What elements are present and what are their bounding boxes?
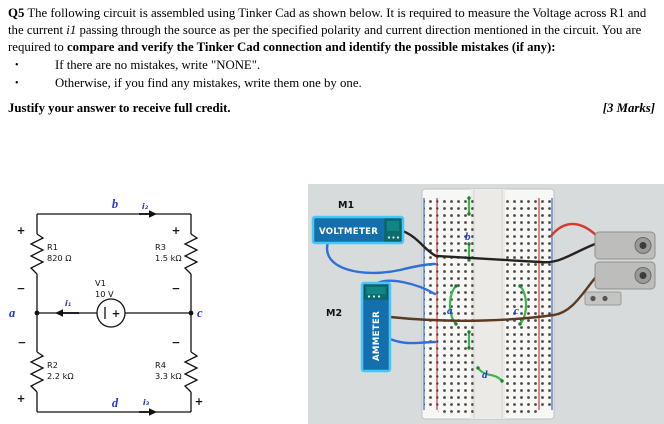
circuit-schematic: + i₁ i₂ i₃ b a c d R1 820 Ω R2 2.2 kΩ R3…	[9, 197, 204, 416]
question-paragraph: Q5 The following circuit is assembled us…	[8, 5, 658, 56]
junction-c-dot	[188, 310, 194, 316]
green-jumpers	[448, 196, 528, 383]
justify-text: Justify your answer to receive full cred…	[8, 100, 231, 115]
voltmeter-blue-lead-wire	[325, 240, 437, 275]
tinkercad-panel: b a c d M1 VOLTMETER M2 AMMETER	[308, 184, 664, 424]
board-node-d-label: d	[482, 369, 488, 381]
r2-minus-mark: −	[18, 337, 27, 349]
brown-supply-wire	[388, 276, 597, 322]
r1-name: R1	[47, 242, 58, 252]
black-supply-wire	[398, 228, 597, 264]
junction-a-dot	[34, 310, 40, 316]
breadboard	[421, 188, 555, 420]
ammeter-display-screen	[366, 287, 386, 294]
bank2-holes	[504, 196, 540, 413]
r4-plus-mark: +	[195, 396, 204, 408]
question-number: Q5	[8, 6, 25, 20]
bullet-item-1: • If there are no mistakes, write "NONE"…	[8, 57, 658, 74]
question-block: Q5 The following circuit is assembled us…	[8, 5, 658, 117]
battery-pack	[584, 231, 656, 306]
bank1-holes	[438, 196, 474, 413]
r1-minus-mark: −	[17, 283, 26, 295]
i1-arrow-icon	[55, 309, 63, 317]
i2-label: i₂	[142, 202, 149, 211]
source-plus-sign: +	[112, 308, 121, 320]
resistor-r2	[29, 351, 45, 393]
v1-value: 10 V	[95, 289, 114, 299]
node-d-label: d	[112, 396, 119, 410]
i3-label: i₃	[143, 398, 150, 407]
red-supply-wire	[549, 222, 599, 238]
r2-name: R2	[47, 360, 58, 370]
m1-tag: M1	[338, 200, 354, 211]
breadboard-center-channel	[471, 189, 505, 419]
r4-minus-mark: −	[172, 337, 181, 349]
left-rail-holes	[424, 200, 438, 408]
bullet-icon: •	[15, 59, 19, 71]
voltmeter-body	[311, 215, 405, 245]
r4-value: 3.3 kΩ	[155, 371, 182, 381]
resistor-r3	[183, 233, 199, 275]
board-node-c-label: c	[514, 305, 519, 317]
r2-value: 2.2 kΩ	[47, 371, 74, 381]
r3-plus-mark: +	[172, 225, 181, 237]
question-bold-requirement: compare and verify the Tinker Cad connec…	[67, 39, 556, 54]
right-rail-holes	[538, 200, 553, 408]
i3-arrow-icon	[149, 408, 157, 416]
r3-value: 1.5 kΩ	[155, 253, 182, 263]
justify-row: Justify your answer to receive full cred…	[8, 100, 658, 117]
v1-name: V1	[95, 278, 106, 288]
i2-arrow-icon	[149, 210, 157, 218]
bullet-icon: •	[15, 77, 19, 89]
m2-tag: M2	[326, 308, 342, 319]
voltmeter-display-screen	[387, 221, 399, 231]
r1-plus-mark: +	[17, 225, 26, 237]
marks-badge: [3 Marks]	[602, 100, 655, 115]
bullet-text-2: Otherwise, if you find any mistakes, wri…	[55, 75, 362, 90]
node-a-label: a	[9, 306, 15, 320]
voltage-source-symbol	[96, 298, 126, 328]
ammeter-bottom-blue-lead-wire	[388, 337, 437, 345]
voltmeter-label: VOLTMETER	[319, 227, 378, 237]
question-text-2: passing through the source as per the sp…	[8, 22, 642, 54]
r1-value: 820 Ω	[47, 253, 72, 263]
r4-name: R4	[155, 360, 166, 370]
board-node-a-label: a	[447, 305, 453, 317]
node-c-label: c	[197, 306, 203, 320]
board-node-b-label: b	[465, 231, 471, 243]
r3-name: R3	[155, 242, 166, 252]
jumper-node-d	[476, 366, 504, 383]
current-symbol-inline: i1	[66, 22, 77, 37]
ammeter-device: M2 AMMETER	[326, 281, 392, 373]
voltmeter-device: M1 VOLTMETER	[311, 200, 405, 245]
jumper-node-c	[518, 284, 528, 326]
ammeter-label: AMMETER	[372, 311, 382, 361]
resistor-r4	[183, 351, 199, 393]
bullet-item-2: • Otherwise, if you find any mistakes, w…	[8, 75, 658, 92]
ammeter-body	[360, 281, 392, 373]
bullet-text-1: If there are no mistakes, write "NONE".	[55, 57, 261, 72]
r2-plus-mark: +	[17, 393, 26, 405]
r3-minus-mark: −	[172, 283, 181, 295]
resistor-r1	[29, 233, 45, 275]
node-b-label: b	[112, 197, 118, 211]
question-text-1: The following circuit is assembled using…	[8, 6, 647, 37]
i1-label: i₁	[65, 299, 72, 308]
